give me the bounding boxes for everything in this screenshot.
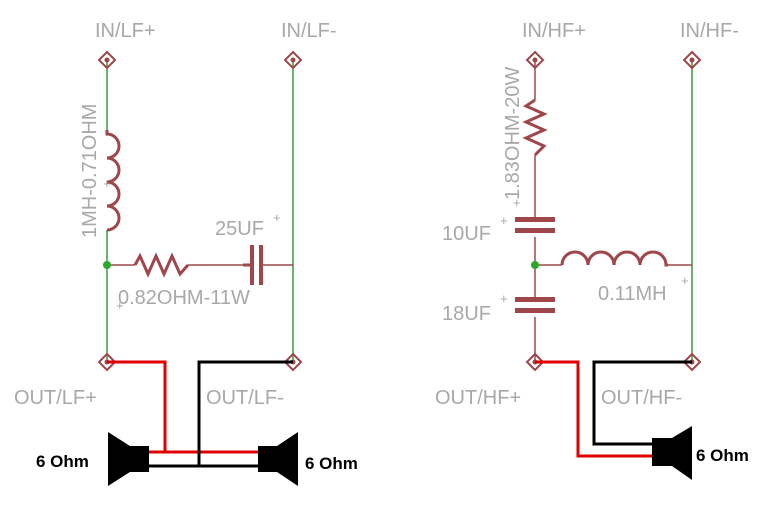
lf-out-pos-label: OUT/LF+ <box>14 387 97 409</box>
hf-resistor-plus: + <box>513 195 521 210</box>
hf-speaker-label: 6 Ohm <box>696 446 749 465</box>
hf-capacitor-bottom <box>515 297 555 313</box>
lf-resistor <box>133 252 190 278</box>
hf-inductor-plus: + <box>681 273 689 288</box>
hf-cap-bottom-label: 18UF <box>442 303 491 325</box>
lf-inductor-plus: + <box>103 176 111 191</box>
hf-in-neg-label: IN/HF- <box>680 20 739 42</box>
lf-resistor-plus: + <box>116 298 124 313</box>
hf-in-pos-pin[interactable] <box>525 50 545 70</box>
hf-in-pos-label: IN/HF+ <box>522 20 586 42</box>
hf-inductor-label: 0.11MH <box>598 283 667 305</box>
hf-junction-dot <box>531 261 539 269</box>
hf-black-wire <box>592 360 692 446</box>
lf-in-pos-label: IN/LF+ <box>95 20 156 42</box>
lf-right-speaker-icon <box>258 432 298 486</box>
lf-right-speaker-label: 6 Ohm <box>305 454 358 473</box>
lf-capacitor-label: 25UF <box>215 218 264 240</box>
lf-junction-dot <box>103 261 111 269</box>
hf-out-neg-label: OUT/HF- <box>601 387 682 409</box>
hf-capacitor-top <box>515 217 555 233</box>
hf-resistor <box>522 98 548 157</box>
lf-capacitor-plus: + <box>273 210 281 225</box>
lf-resistor-label: 0.82OHM-11W <box>118 287 250 309</box>
lf-left-red-wire <box>107 360 167 454</box>
hf-speaker-icon <box>652 426 692 480</box>
lf-inductor <box>105 130 121 232</box>
lf-in-neg-label: IN/LF- <box>281 20 337 42</box>
lf-capacitor <box>250 245 263 285</box>
lf-inductor-label: 1MH-0.71OHM <box>79 104 101 238</box>
hf-cap-top-plus: + <box>500 213 508 228</box>
hf-red-wire <box>535 360 656 458</box>
hf-in-neg-pin[interactable] <box>682 50 702 70</box>
hf-resistor-label: 1.83OHM-20W <box>502 67 524 200</box>
hf-out-pos-label: OUT/HF+ <box>435 387 521 409</box>
hf-inductor <box>560 250 668 267</box>
hf-cap-bottom-plus: + <box>500 291 508 306</box>
lf-in-neg-pin[interactable] <box>283 50 303 70</box>
lf-out-neg-label: OUT/LF- <box>206 387 284 409</box>
hf-cap-top-label: 10UF <box>442 223 491 245</box>
lf-left-black-wire <box>149 360 293 468</box>
lf-left-speaker-icon <box>108 432 149 486</box>
lf-left-speaker-label: 6 Ohm <box>36 452 89 471</box>
lf-in-pos-pin[interactable] <box>97 50 117 70</box>
